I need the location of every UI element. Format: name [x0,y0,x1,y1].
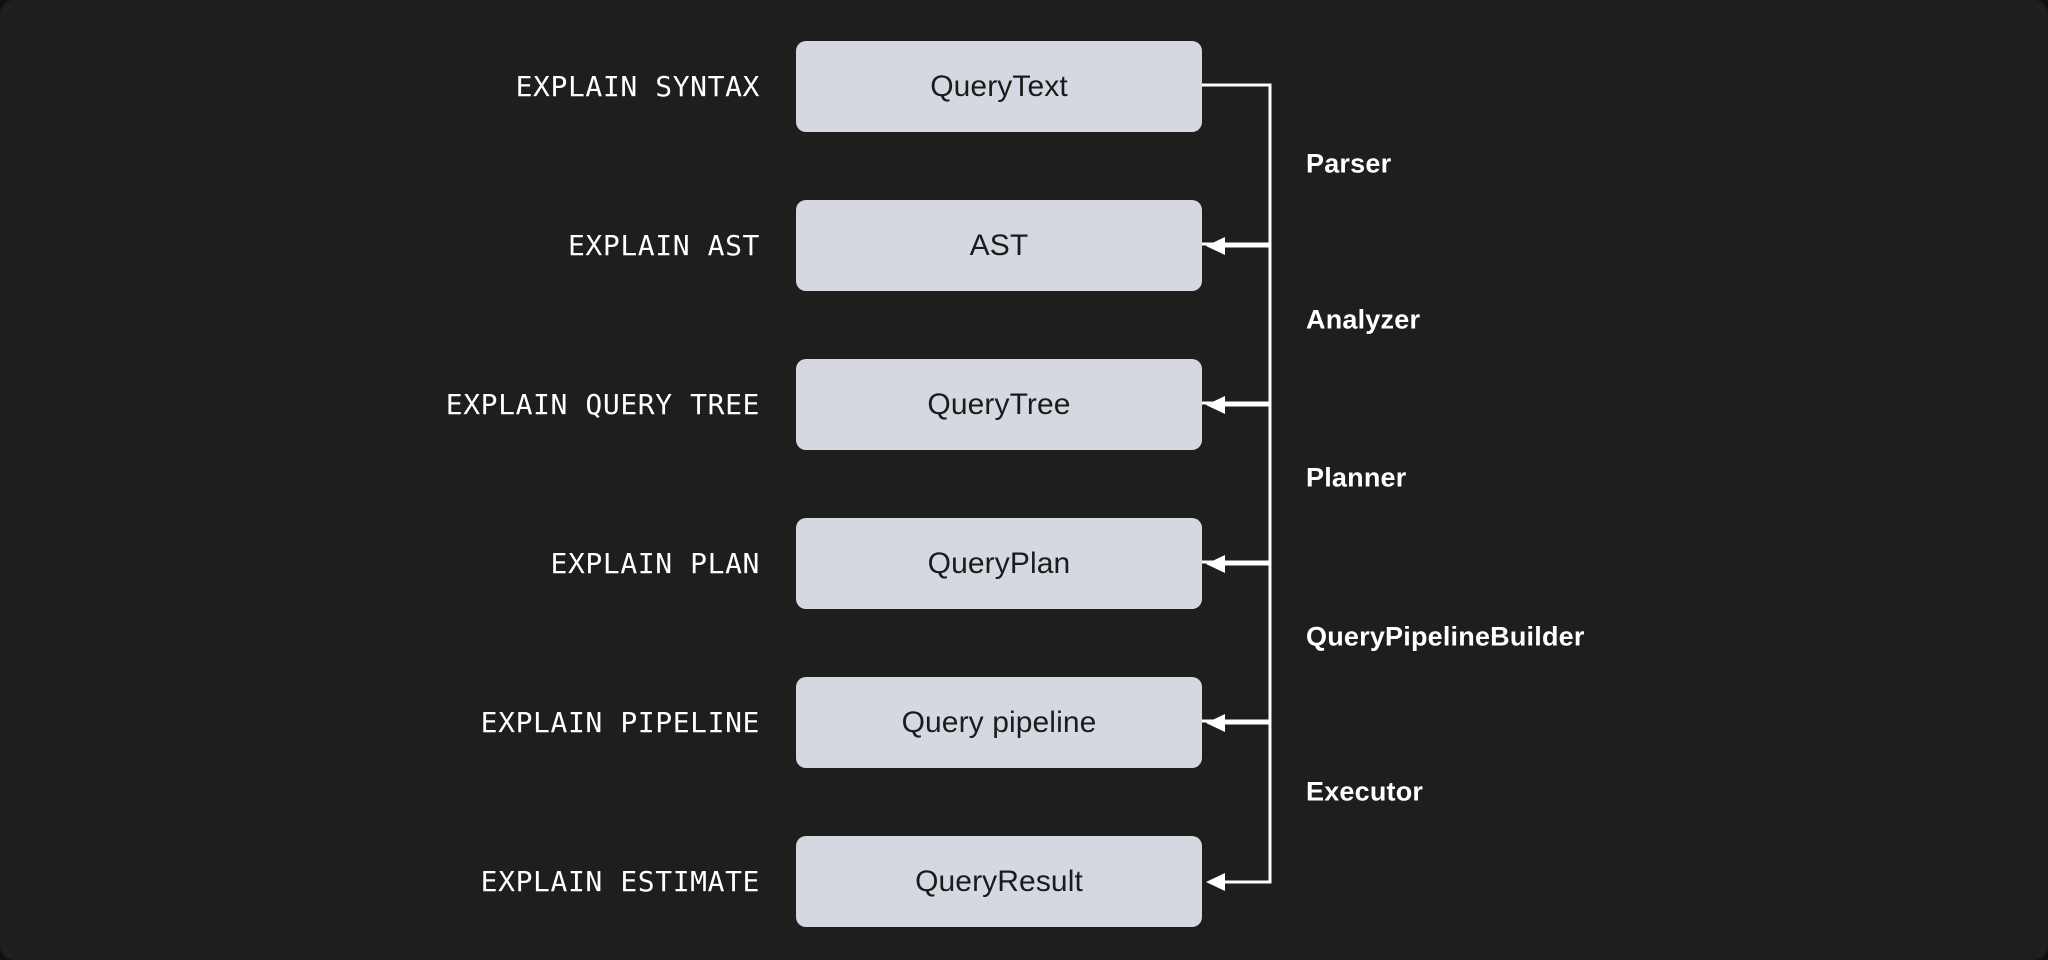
stage-row: EXPLAIN QUERY TREE QueryTree [0,359,2048,450]
stage-row: EXPLAIN AST AST [0,200,2048,291]
explain-label-estimate: EXPLAIN ESTIMATE [480,865,760,898]
node-label: QueryText [930,69,1068,103]
stage-row: EXPLAIN ESTIMATE QueryResult [0,836,2048,927]
node-label: QueryTree [927,387,1071,421]
component-label-parser: Parser [1306,148,1392,179]
component-label-planner: Planner [1306,462,1407,493]
explain-label-syntax: EXPLAIN SYNTAX [515,70,760,103]
explain-label-pipeline: EXPLAIN PIPELINE [480,706,760,739]
node-label: QueryResult [915,864,1083,898]
component-label-analyzer: Analyzer [1306,304,1421,335]
explain-label-query-tree: EXPLAIN QUERY TREE [445,388,760,421]
explain-label-plan: EXPLAIN PLAN [550,547,760,580]
component-label-executor: Executor [1306,776,1424,807]
node-box-queryplan[interactable]: QueryPlan [796,518,1202,609]
node-box-querytext[interactable]: QueryText [796,41,1202,132]
node-label: AST [969,228,1029,262]
stage-row: EXPLAIN SYNTAX QueryText [0,41,2048,132]
node-box-querytree[interactable]: QueryTree [796,359,1202,450]
node-box-ast[interactable]: AST [796,200,1202,291]
node-label: Query pipeline [901,705,1097,739]
node-label: QueryPlan [927,546,1071,580]
stage-row: EXPLAIN PIPELINE Query pipeline [0,677,2048,768]
node-box-query-pipeline[interactable]: Query pipeline [796,677,1202,768]
node-box-queryresult[interactable]: QueryResult [796,836,1202,927]
explain-label-ast: EXPLAIN AST [567,229,760,262]
component-label-querypipelinebuilder: QueryPipelineBuilder [1306,621,1585,652]
stage-row: EXPLAIN PLAN QueryPlan [0,518,2048,609]
